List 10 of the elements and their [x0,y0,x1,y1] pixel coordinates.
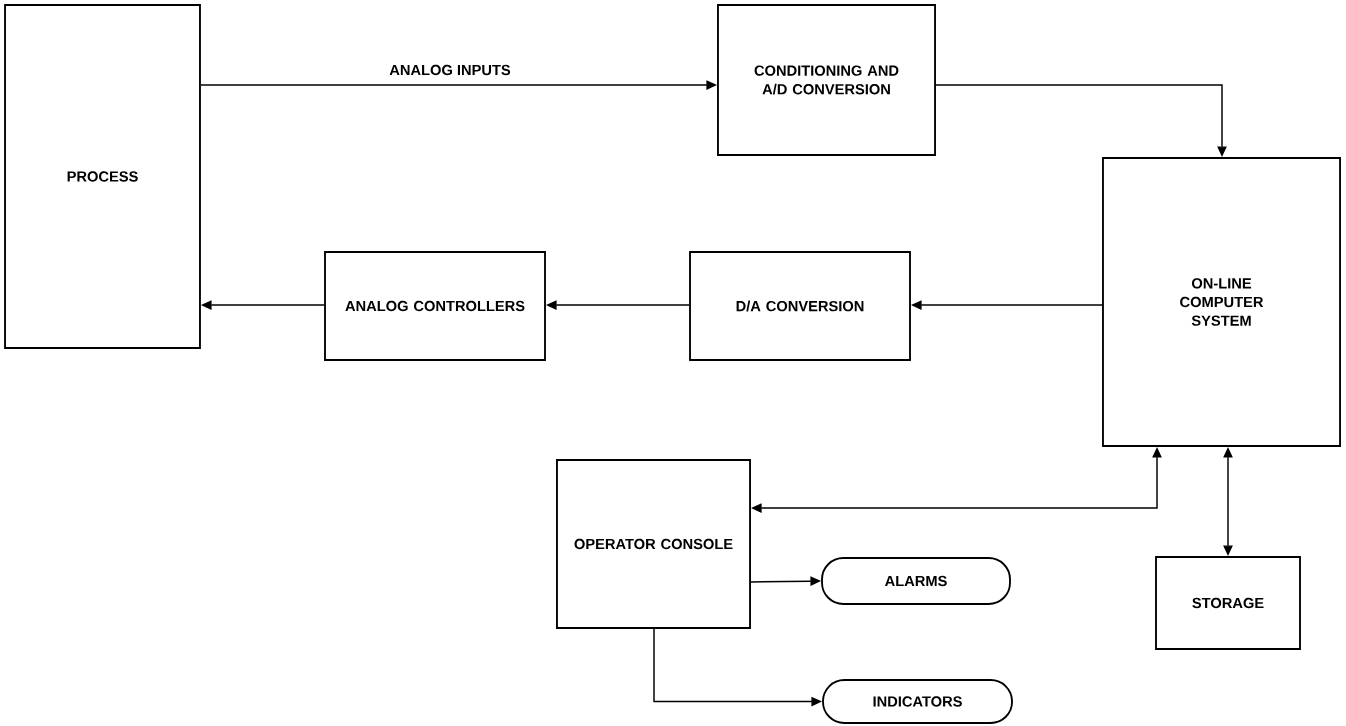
process-box: CONDITIONING AND A/D CONVERSION [717,4,936,156]
terminal-box: ALARMS [821,557,1011,605]
process-box: D/A CONVERSION [689,251,911,361]
process-box: PROCESS [4,4,201,349]
process-box: OPERATOR CONSOLE [556,459,751,629]
process-box: ANALOG CONTROLLERS [324,251,546,361]
process-box: STORAGE [1155,556,1301,650]
terminal-box: INDICATORS [822,679,1013,724]
edge-label: ANALOG INPUTS [387,63,513,77]
process-box: ON-LINE COMPUTER SYSTEM [1102,157,1341,447]
